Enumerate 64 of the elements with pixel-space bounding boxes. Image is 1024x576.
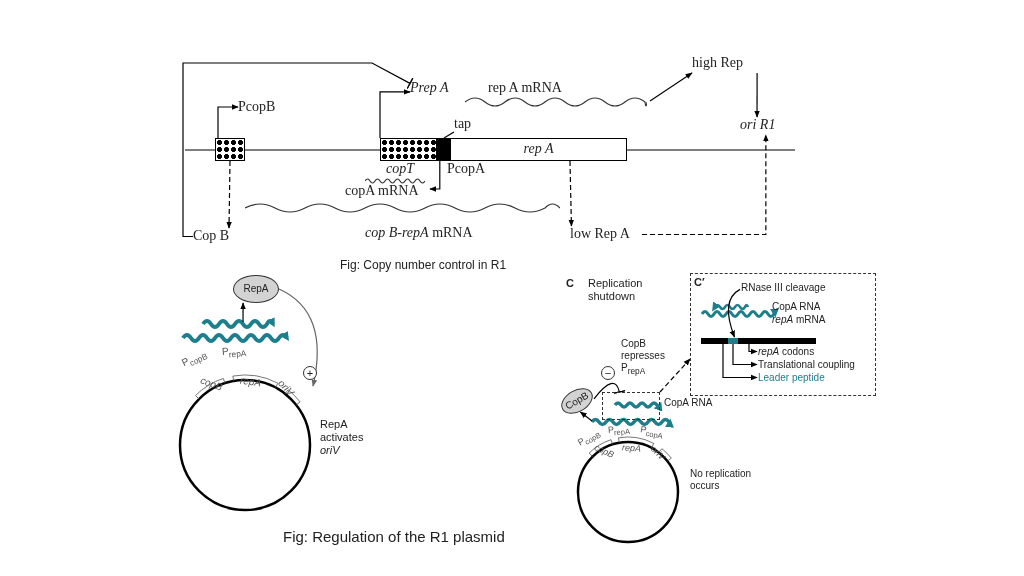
annotation-label: No replication occurs xyxy=(690,468,752,492)
arrow xyxy=(217,104,239,139)
promoter-label: P$_{copA}$ xyxy=(638,423,665,443)
gene-label: oriV xyxy=(275,377,297,399)
leader-label: repA codons xyxy=(758,346,833,359)
annotation-label: CopB represses P$_{repA}$ xyxy=(621,338,666,376)
arrow xyxy=(659,358,691,393)
arrow xyxy=(754,72,760,118)
inhibition-line xyxy=(182,62,414,238)
panel-title: Replication shutdown xyxy=(588,277,644,304)
leader-line xyxy=(443,131,455,139)
edge-label: PcopA xyxy=(447,162,486,176)
rna-label: repA mRNA xyxy=(772,314,826,326)
promoter-label: PcopB xyxy=(238,99,284,115)
gene-box: rep A xyxy=(451,138,627,161)
panel-label: C xyxy=(566,277,574,291)
gene-box xyxy=(437,138,451,161)
rna-label: CopA RNA xyxy=(664,397,713,409)
rna-label: CopA RNA xyxy=(772,301,821,313)
dashed-region xyxy=(602,392,660,420)
promoter-label: P$_{repA}$ xyxy=(221,344,247,362)
arrow xyxy=(429,160,441,192)
arrow xyxy=(568,160,575,227)
mrna-label: copA mRNA xyxy=(345,183,419,199)
mrna-label: rep A mRNA xyxy=(488,80,562,96)
leader-line xyxy=(722,342,758,381)
arrow xyxy=(278,288,318,387)
arrow xyxy=(226,160,232,229)
edge-label: − xyxy=(601,366,615,380)
arrow xyxy=(579,411,593,422)
arrow xyxy=(240,302,246,323)
leader-label: Translational coupling xyxy=(758,359,873,372)
protein-label: Cop B xyxy=(193,228,238,245)
dna-bar xyxy=(701,338,816,344)
gene-label: oriV xyxy=(648,443,668,463)
inhibition-line xyxy=(593,382,626,400)
gene-box xyxy=(215,138,245,161)
protein-label: low Rep A xyxy=(570,226,642,243)
gene-label: copT xyxy=(386,161,414,177)
protein-label: high Rep xyxy=(692,55,762,73)
arrow xyxy=(379,89,411,139)
gene-label: repA xyxy=(621,441,642,455)
arrow xyxy=(649,72,693,102)
mrna-label: cop B-repA mRNA xyxy=(365,225,473,241)
arrow xyxy=(727,288,741,338)
annotation-label: RNase III cleavage xyxy=(741,282,851,296)
protein-oval: RepA xyxy=(233,275,279,303)
annotation-label: RepA activates oriV xyxy=(320,418,365,458)
promoter-label: P$_{repA}$ xyxy=(607,423,631,440)
figure-caption: Fig: Regulation of the R1 plasmid xyxy=(283,528,505,546)
leader-line xyxy=(732,342,758,368)
panel-label: C′ xyxy=(694,276,705,288)
promoter-label: Prep A xyxy=(410,80,460,97)
gene-label: repA xyxy=(239,374,262,390)
arrow xyxy=(641,134,769,236)
origin-label: ori R1 xyxy=(740,117,795,135)
gene-label: copB xyxy=(592,442,617,461)
leader-label: Leader peptide xyxy=(758,372,838,385)
leader-line xyxy=(748,342,758,355)
figure-caption: Fig: Copy number control in R1 xyxy=(340,258,507,273)
site-label: tap xyxy=(454,116,480,132)
gene-label: copB xyxy=(198,374,225,394)
edge-label: + xyxy=(303,366,317,380)
inset-panel xyxy=(690,273,876,396)
